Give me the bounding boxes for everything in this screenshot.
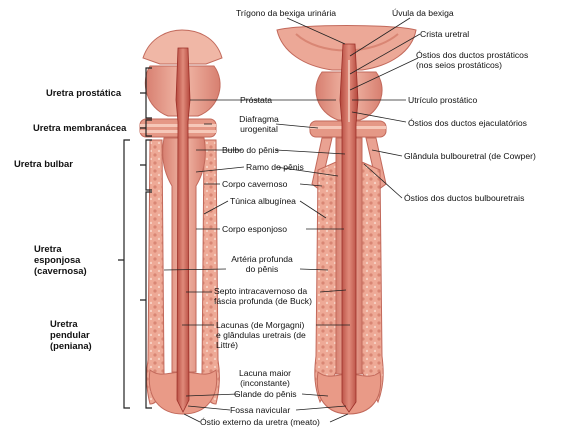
label-membranous-urethra: Uretra membranácea — [33, 122, 127, 133]
left-bladder-neck — [142, 29, 223, 65]
label-pendular-urethra: Uretra pendular (peniana) — [50, 318, 92, 351]
label-glans-penis: Glande do pênis — [234, 389, 297, 399]
label-navicular-fossa: Fossa navicular — [230, 405, 291, 415]
region-brackets — [118, 67, 152, 409]
label-corpus-cavernosum: Corpo cavernoso — [222, 179, 288, 189]
label-ejaculatory-ducts: Óstios dos ductos ejaculatórios — [408, 118, 527, 128]
label-urogenital-diaphragm: Diafragma urogenital — [239, 114, 279, 134]
label-prostatic-ducts: Óstios dos ductos prostáticos (nos seios… — [416, 50, 529, 70]
label-tunica-albuginea: Túnica albugínea — [230, 196, 296, 206]
right-urethra-lumen — [339, 43, 359, 413]
right-penis-view — [276, 25, 417, 415]
label-prostatic-utricle: Utrículo prostático — [408, 95, 478, 105]
label-urethral-crest: Crista uretral — [420, 29, 470, 39]
left-urethra-lumen — [175, 47, 191, 413]
left-corpus-cavernosum-l — [146, 139, 165, 405]
label-bulbar-urethra: Uretra bulbar — [14, 158, 73, 169]
label-external-meatus: Óstio externo da uretra (meato) — [200, 417, 320, 427]
label-prostate: Próstata — [240, 95, 273, 105]
right-corpus-cavernosum-l — [314, 161, 337, 404]
label-lacunae-morgagni: Lacunas (de Morgagni) e glândulas uretra… — [216, 320, 306, 350]
bracket-membranous — [140, 119, 152, 137]
label-trigone: Trígono da bexiga urinária — [236, 8, 337, 18]
left-corpus-cavernosum-r — [201, 139, 220, 405]
leader-lines — [163, 17, 421, 423]
label-deep-artery: Artéria profunda do pênis — [231, 254, 293, 274]
label-cowper-gland: Glândula bulbouretral (de Cowper) — [404, 151, 536, 161]
label-bulbourethral-ducts: Óstios dos ductos bulbouretrais — [404, 193, 525, 203]
right-corpus-cavernosum-r — [361, 161, 384, 404]
label-lacuna-major: Lacuna maior (inconstante) — [238, 368, 292, 388]
label-corpus-spongiosum: Corpo esponjoso — [222, 224, 287, 234]
label-prostatic-urethra: Uretra prostática — [46, 87, 122, 98]
label-intracavernous-septum: Septo intracavernoso da fáscia profunda … — [214, 286, 312, 306]
left-penis-view — [139, 29, 223, 415]
bracket-prostatic — [140, 67, 152, 119]
bracket-bulbar — [140, 139, 152, 191]
label-penile-crus: Ramo do pênis — [246, 162, 304, 172]
bracket-penile — [118, 139, 130, 409]
label-spongy-urethra: Uretra esponjosa (cavernosa) — [34, 243, 87, 276]
bracket-pendular — [140, 191, 152, 409]
label-penile-bulb: Bulbo do pênis — [222, 145, 279, 155]
label-uvula: Úvula da bexiga — [392, 8, 454, 18]
